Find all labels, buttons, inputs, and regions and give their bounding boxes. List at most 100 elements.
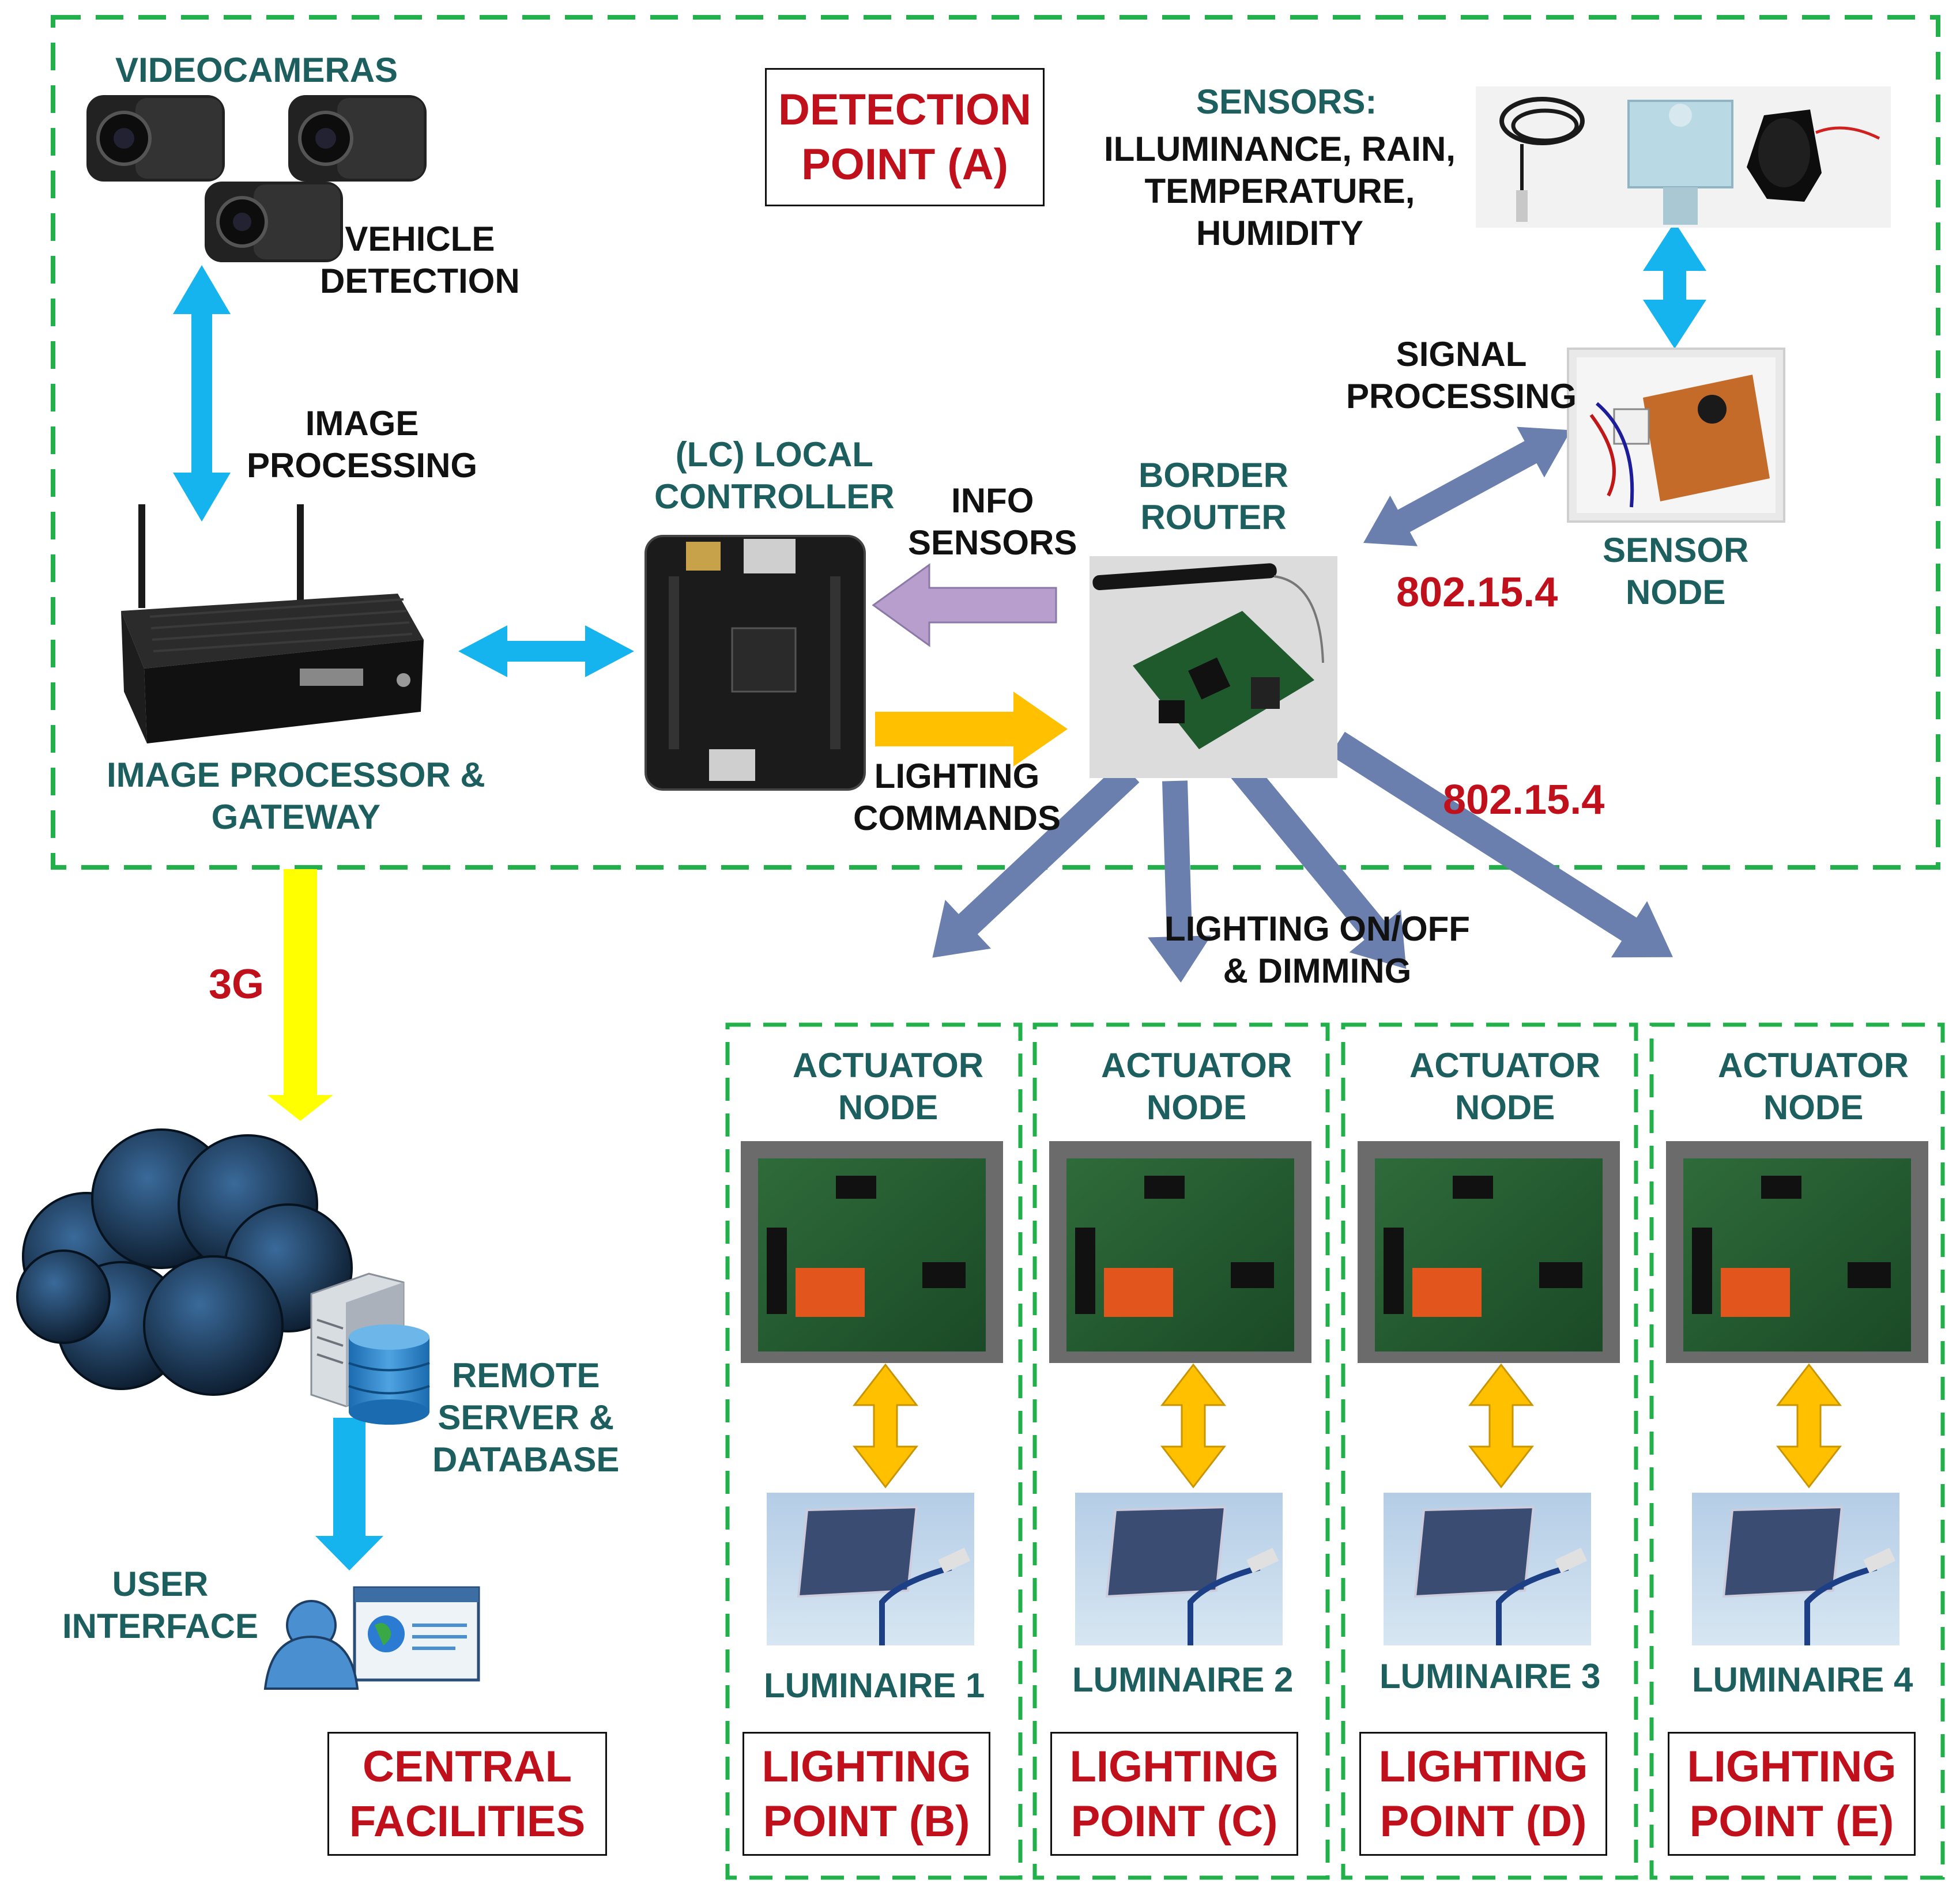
sensors-node-arrow [1643, 222, 1706, 349]
webcam-1 [86, 95, 225, 182]
lighting-commands-label: LIGHTING COMMANDS [853, 755, 1061, 839]
protocol-actuator-link-label: 802.15.4 [1443, 777, 1605, 823]
actuator-node-2-image [1049, 1141, 1311, 1363]
user-interface-icon [263, 1586, 480, 1690]
sensor-node-line-2: NODE [1626, 573, 1726, 612]
lighting-control-line-1: LIGHTING ON/OFF [1164, 909, 1470, 948]
central-facilities-title-line-2: FACILITIES [349, 1796, 586, 1846]
actuator-node-2-line-2: NODE [1146, 1088, 1247, 1127]
luminaire-4-label: LUMINAIRE 4 [1692, 1660, 1913, 1699]
lighting-commands-arrow [875, 692, 1068, 767]
actuator-node-4-label: ACTUATOR NODE [1718, 1044, 1909, 1128]
border-router-label: BORDER ROUTER [1139, 454, 1288, 538]
camera-processor-arrow [173, 265, 231, 522]
image-processing-line-2: PROCESSING [247, 446, 478, 485]
luminaire-3-label: LUMINAIRE 3 [1379, 1657, 1601, 1696]
lighting-point-e-line-1: LIGHTING [1687, 1742, 1897, 1791]
remote-server-line-1: REMOTE [451, 1356, 600, 1395]
server-database-icon [310, 1273, 430, 1425]
user-interface-line-2: INTERFACE [62, 1607, 259, 1646]
lighting-commands-line-2: COMMANDS [853, 799, 1061, 838]
router-sensor-link [1363, 426, 1571, 546]
actuator-node-1-image [741, 1141, 1003, 1363]
actuator-luminaire-arrows [852, 1363, 1842, 1489]
detection-point-title-line-2: POINT (A) [801, 140, 1008, 189]
lighting-point-e-line-2: POINT (E) [1689, 1796, 1894, 1846]
luminaire-4-image [1692, 1493, 1899, 1645]
actuator-node-1-label: ACTUATOR NODE [793, 1044, 983, 1128]
user-interface-label: USER INTERFACE [62, 1563, 258, 1647]
lighting-point-c-line-1: LIGHTING [1069, 1742, 1279, 1791]
info-sensors-label: INFO SENSORS [908, 480, 1077, 564]
detection-point-title: DETECTION POINT (A) [765, 68, 1045, 206]
lighting-control-label: LIGHTING ON/OFF & DIMMING [1164, 908, 1470, 992]
actuator-node-1-line-2: NODE [838, 1088, 938, 1127]
image-processor-line-2: GATEWAY [211, 798, 381, 837]
lighting-point-d-line-1: LIGHTING [1378, 1742, 1588, 1791]
protocol-sensor-link-label: 802.15.4 [1396, 569, 1558, 616]
info-sensors-line-1: INFO [951, 481, 1034, 520]
lighting-point-b-line-1: LIGHTING [762, 1742, 971, 1791]
luminaire-3-image [1384, 1493, 1591, 1645]
lighting-point-c-line-2: POINT (C) [1071, 1796, 1278, 1846]
sensors-image [1476, 86, 1891, 228]
router-actuator-4-link [1330, 731, 1673, 958]
videocameras-label: VIDEOCAMERAS [115, 51, 398, 89]
sensors-heading: SENSORS: [1196, 82, 1377, 121]
vehicle-detection-label: VEHICLE DETECTION [320, 218, 520, 302]
central-facilities-title-line-1: CENTRAL [362, 1742, 572, 1791]
lighting-point-zones [725, 1022, 1945, 1880]
sensor-node-label: SENSOR NODE [1603, 529, 1748, 613]
router-actuator-2-link [1148, 780, 1211, 983]
lighting-point-b-title: LIGHTING POINT (B) [742, 1732, 990, 1856]
actuator-node-3-label: ACTUATOR NODE [1409, 1044, 1600, 1128]
image-processor-line-1: IMAGE PROCESSOR & [107, 756, 485, 794]
lighting-point-b-zone [725, 1022, 1023, 1880]
illuminance-sensor [1747, 110, 1880, 202]
luminaire-1-image [767, 1493, 974, 1645]
actuator-node-3-image [1358, 1141, 1620, 1363]
actuator-node-4-image [1666, 1141, 1928, 1363]
actuator-node-4-line-1: ACTUATOR [1718, 1046, 1909, 1085]
server-ui-arrow [315, 1418, 383, 1570]
image-processing-line-1: IMAGE [305, 404, 419, 443]
remote-server-line-3: DATABASE [432, 1440, 620, 1479]
lighting-point-c-zone [1032, 1022, 1330, 1880]
sensors-list-line-2: TEMPERATURE, [1144, 172, 1415, 211]
temperature-probe [1499, 97, 1585, 222]
sensors-list-line-3: HUMIDITY [1196, 214, 1363, 253]
actuator-node-1-line-1: ACTUATOR [793, 1046, 984, 1085]
local-controller-label: (LC) LOCAL CONTROLLER [654, 433, 895, 518]
actuator-luminaire-1-arrow [852, 1363, 919, 1489]
luminaire-2-label: LUMINAIRE 2 [1072, 1660, 1294, 1699]
actuator-luminaire-4-arrow [1776, 1363, 1842, 1489]
sensor-node-image [1567, 348, 1785, 523]
vehicle-detection-line-1: VEHICLE [345, 220, 495, 258]
border-router-image [1090, 556, 1337, 778]
user-interface-line-1: USER [112, 1565, 209, 1603]
actuator-node-4-line-2: NODE [1763, 1088, 1864, 1127]
wireless-links [932, 426, 1673, 983]
signal-processing-line-2: PROCESSING [1346, 377, 1577, 416]
videocameras-image [86, 95, 427, 262]
lighting-point-c-title: LIGHTING POINT (C) [1050, 1732, 1298, 1856]
image-processor-label: IMAGE PROCESSOR & GATEWAY [107, 754, 485, 838]
actuator-node-2-line-1: ACTUATOR [1101, 1046, 1292, 1085]
central-facilities-title: CENTRAL FACILITIES [327, 1732, 607, 1856]
info-sensors-arrow [872, 563, 1057, 647]
webcam-3 [205, 182, 343, 262]
actuator-luminaire-2-arrow [1160, 1363, 1227, 1489]
local-controller-line-2: CONTROLLER [654, 477, 895, 516]
border-router-line-2: ROUTER [1140, 498, 1287, 537]
sensors-list-line-1: ILLUMINANCE, RAIN, [1104, 130, 1456, 168]
vehicle-detection-line-2: DETECTION [320, 262, 520, 301]
image-processing-label: IMAGE PROCESSING [247, 402, 477, 486]
local-controller-image [644, 535, 866, 791]
lighting-commands-line-1: LIGHTING [874, 757, 1040, 795]
remote-server-label: REMOTE SERVER & DATABASE [432, 1354, 619, 1481]
local-controller-line-1: (LC) LOCAL [675, 435, 873, 474]
border-router-line-1: BORDER [1139, 456, 1289, 494]
detection-point-title-line-1: DETECTION [778, 85, 1032, 134]
cellular-link-label: 3G [209, 961, 265, 1007]
lighting-point-b-line-2: POINT (B) [763, 1796, 970, 1846]
